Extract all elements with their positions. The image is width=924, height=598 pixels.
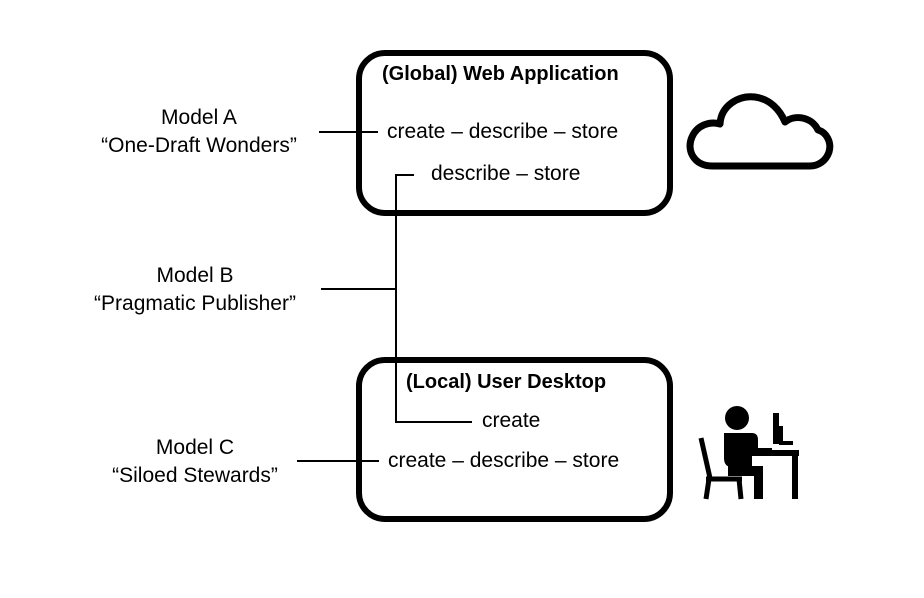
model-b-label: Model B “Pragmatic Publisher” [70,262,320,318]
person-at-desk-icon [698,406,799,500]
user-desktop-flow-model-b: create [482,409,541,432]
model-a-nickname: “One-Draft Wonders” [101,134,297,157]
model-a-label: Model A “One-Draft Wonders” [74,104,324,160]
model-a-name: Model A [161,106,237,129]
cloud-icon [686,93,834,170]
model-c-label: Model C “Siloed Stewards” [70,434,320,490]
model-b-connector [395,174,472,423]
user-desktop-title: (Local) User Desktop [406,371,607,393]
web-application-flow-model-b: describe – store [431,162,581,185]
model-c-name: Model C [155,436,235,459]
user-desktop-flow-model-c: create – describe – store [388,449,620,472]
model-b-nickname: “Pragmatic Publisher” [94,292,296,315]
model-b-name: Model B [156,264,234,287]
user-desktop-box [356,357,673,522]
web-application-title: (Global) Web Application [382,63,619,85]
web-application-flow-model-a: create – describe – store [387,120,619,143]
model-c-nickname: “Siloed Stewards” [112,464,278,487]
